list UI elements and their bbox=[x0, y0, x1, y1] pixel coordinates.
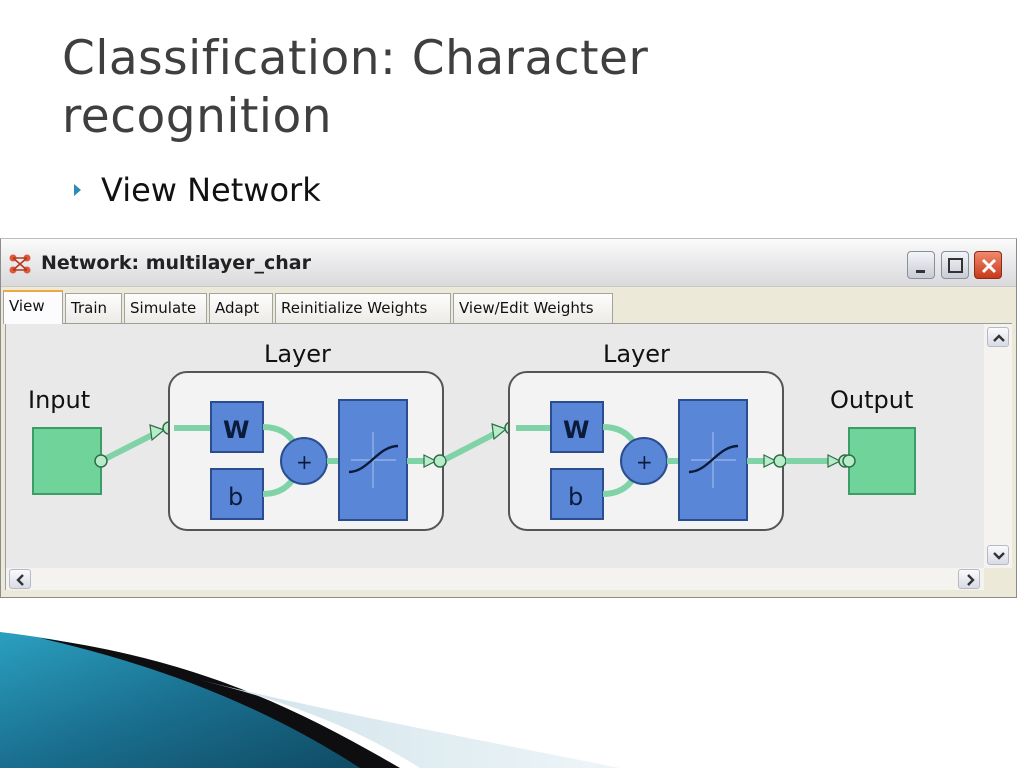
chevron-right-icon bbox=[967, 574, 975, 586]
network-diagram: Input Layer W b + bbox=[28, 340, 916, 531]
maximize-button[interactable] bbox=[941, 251, 969, 279]
horizontal-scrollbar[interactable] bbox=[6, 568, 984, 590]
scrollbar-corner bbox=[984, 568, 1012, 590]
tab-adapt[interactable]: Adapt bbox=[209, 293, 273, 323]
tab-train[interactable]: Train bbox=[65, 293, 122, 323]
scroll-down-button[interactable] bbox=[987, 545, 1009, 565]
layer-1-sum-label: + bbox=[296, 450, 313, 474]
layer-2-sum-label: + bbox=[636, 450, 653, 474]
slide-title: Classification: Character recognition bbox=[62, 30, 962, 146]
layer-1-label: Layer bbox=[264, 340, 331, 368]
tab-view-edit-weights[interactable]: View/Edit Weights bbox=[453, 293, 613, 323]
minimize-icon bbox=[916, 270, 925, 273]
window-titlebar[interactable]: Network: multilayer_char bbox=[1, 239, 1016, 287]
slide-title-line-1: Classification: Character bbox=[62, 31, 649, 86]
output-block bbox=[848, 427, 916, 495]
layer-2-weight-label: W bbox=[563, 416, 589, 444]
slide-title-line-2: recognition bbox=[62, 89, 333, 144]
layer-1-weight-label: W bbox=[223, 416, 249, 444]
input-block bbox=[32, 427, 102, 495]
input-label: Input bbox=[28, 386, 90, 414]
output-label: Output bbox=[830, 386, 913, 414]
vertical-scrollbar[interactable] bbox=[984, 324, 1012, 568]
layer-2-weight-block bbox=[550, 401, 604, 453]
chevron-down-icon bbox=[993, 552, 1005, 560]
chevron-up-icon bbox=[993, 334, 1005, 342]
bullet-item: View Network bbox=[74, 168, 321, 212]
layer-1-bias-label: b bbox=[228, 483, 243, 511]
tab-reinitialize-weights[interactable]: Reinitialize Weights bbox=[275, 293, 451, 323]
layer-2-bias-block bbox=[550, 468, 604, 520]
close-button[interactable] bbox=[974, 251, 1002, 279]
network-window: Network: multilayer_char View Train Simu… bbox=[0, 238, 1017, 598]
minimize-button[interactable] bbox=[907, 251, 935, 279]
tab-view[interactable]: View bbox=[3, 290, 63, 324]
maximize-icon bbox=[948, 258, 963, 273]
tab-simulate[interactable]: Simulate bbox=[124, 293, 207, 323]
scroll-left-button[interactable] bbox=[9, 569, 31, 589]
bullet-arrow-icon bbox=[74, 184, 81, 196]
layer-1-weight-block bbox=[210, 401, 264, 453]
scroll-up-button[interactable] bbox=[987, 327, 1009, 347]
layer-2-bias-label: b bbox=[568, 483, 583, 511]
scroll-right-button[interactable] bbox=[958, 569, 980, 589]
tansig-curve-icon bbox=[688, 444, 739, 474]
bullet-text: View Network bbox=[101, 171, 321, 209]
network-view-panel: Input Layer W b + bbox=[5, 323, 1012, 590]
decorative-swoosh bbox=[0, 632, 620, 768]
window-title: Network: multilayer_char bbox=[41, 252, 311, 274]
tansig-curve-icon bbox=[348, 444, 399, 474]
close-icon bbox=[981, 258, 997, 274]
layer-1-bias-block bbox=[210, 468, 264, 520]
network-app-icon bbox=[9, 254, 31, 274]
layer-2-label: Layer bbox=[603, 340, 670, 368]
chevron-left-icon bbox=[16, 574, 24, 586]
